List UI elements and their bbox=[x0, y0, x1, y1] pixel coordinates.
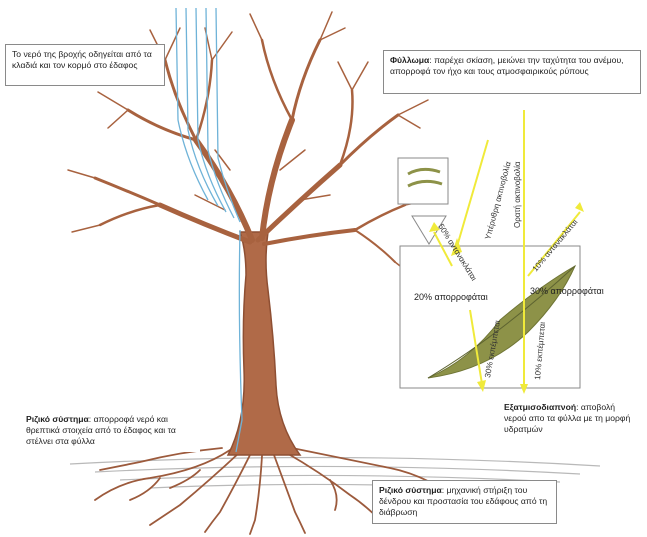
infrared-incoming-arrow bbox=[456, 140, 488, 250]
transpiration-callout: Εξατμισοδιαπνοή: αποβολή νερού απο τα φύ… bbox=[498, 398, 645, 442]
rain-text: Το νερό της βροχής οδηγείται από τα κλαδ… bbox=[12, 49, 152, 70]
foliage-title: Φύλλωμα bbox=[390, 55, 429, 65]
infrared-label: Υπέρυθρη ακτινοβολία bbox=[483, 160, 513, 240]
roots-water-title: Ριζικό σύστημα bbox=[26, 414, 89, 424]
transpiration-title: Εξατμισοδιαπνοή bbox=[504, 402, 576, 412]
absorbed-right-label: 30% απορροφάται bbox=[530, 286, 604, 296]
roots-support-callout: Ριζικό σύστημα: μηχανική στήριξη του δέν… bbox=[372, 480, 557, 524]
rain-streams bbox=[176, 8, 242, 452]
rain-callout: Το νερό της βροχής οδηγείται από τα κλαδ… bbox=[5, 44, 165, 86]
absorbed-left-label: 20% απορροφάται bbox=[414, 292, 488, 302]
roots-support-title: Ριζικό σύστημα bbox=[379, 485, 442, 495]
roots-water-callout: Ριζικό σύστημα: απορροφά νερό και θρεπτι… bbox=[20, 410, 200, 452]
visible-label: Ορατή ακτινοβολία bbox=[513, 161, 522, 228]
foliage-callout: Φύλλωμα: παρέχει σκίαση, μειώνει την ταχ… bbox=[383, 50, 641, 94]
